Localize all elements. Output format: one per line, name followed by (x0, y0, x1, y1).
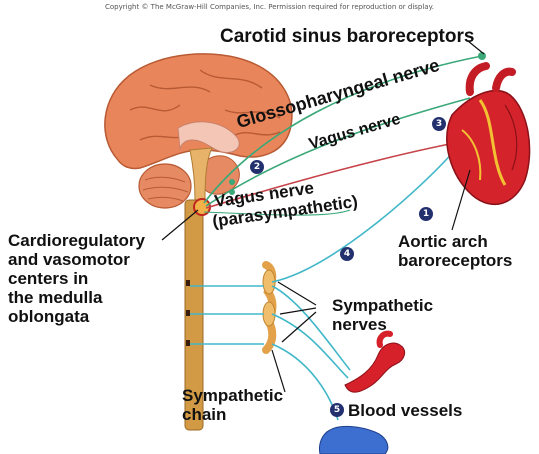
label-line: oblongata (8, 307, 145, 326)
label-sympathetic-chain: Sympathetic chain (182, 386, 283, 424)
label-line: the medulla (8, 288, 145, 307)
label-cardioregulatory-centers: Cardioregulatory and vasomotor centers i… (8, 231, 145, 326)
cerebellum (139, 164, 191, 208)
blood-vessels (319, 334, 404, 454)
label-line: chain (182, 405, 283, 424)
label-line: Sympathetic (332, 296, 433, 315)
label-line: nerves (332, 315, 433, 334)
step-badge-1: 1 (419, 207, 433, 221)
label-line: Cardioregulatory (8, 231, 145, 250)
step-badge-4: 4 (340, 247, 354, 261)
label-aortic-arch-baroreceptors: Aortic arch baroreceptors (398, 232, 512, 270)
label-blood-vessels: Blood vessels (348, 401, 462, 420)
label-line: and vasomotor (8, 250, 145, 269)
label-line: centers in (8, 269, 145, 288)
label-carotid-sinus-baroreceptors: Carotid sinus baroreceptors (220, 26, 474, 47)
label-line: baroreceptors (398, 251, 512, 270)
step-badge-2: 2 (250, 160, 264, 174)
step-badge-5: 5 (330, 403, 344, 417)
label-sympathetic-nerves: Sympathetic nerves (332, 296, 433, 334)
label-line: Aortic arch (398, 232, 512, 251)
sympathetic-chain-ganglia (263, 265, 275, 350)
heart (447, 66, 530, 204)
label-line: Sympathetic (182, 386, 283, 405)
step-badge-3: 3 (432, 117, 446, 131)
